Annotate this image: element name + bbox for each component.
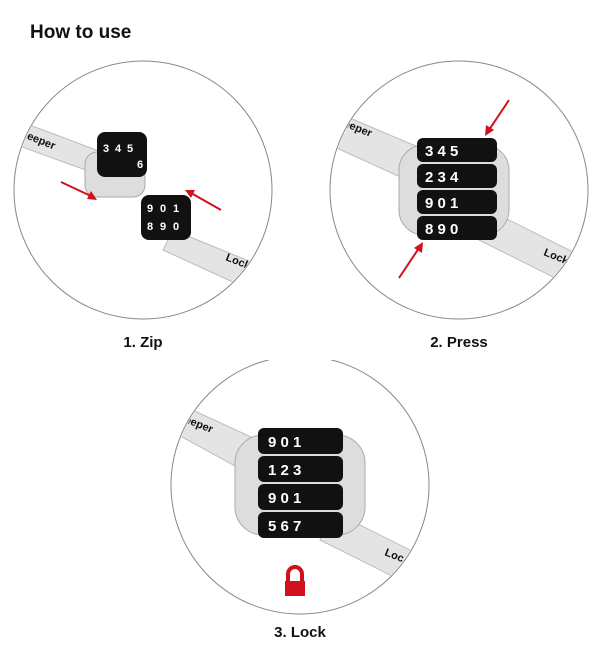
svg-text:0: 0 xyxy=(173,221,179,233)
svg-text:2 3 4: 2 3 4 xyxy=(425,169,459,186)
step-label-lock: 3. Lock xyxy=(274,624,326,641)
arrow-down-icon xyxy=(485,99,510,136)
svg-text:4: 4 xyxy=(115,143,122,155)
arrow-left-icon xyxy=(185,190,222,211)
step-label-press: 2. Press xyxy=(430,334,488,351)
svg-text:8: 8 xyxy=(147,221,153,233)
svg-text:3 4 5: 3 4 5 xyxy=(425,143,458,160)
step-press-illustration: eeper Lock 3 4 5 2 3 4 9 0 1 8 9 0 xyxy=(329,60,589,320)
arrow-up-icon xyxy=(398,242,423,279)
svg-text:5 6 7: 5 6 7 xyxy=(268,518,301,535)
svg-text:8 9 0: 8 9 0 xyxy=(425,221,458,238)
step-zip-illustration: ckeeper Locke 3 4 5 6 9 0 1 8 9 0 xyxy=(13,60,273,320)
dial-top xyxy=(97,132,147,177)
svg-text:6: 6 xyxy=(137,159,143,171)
svg-text:1 2 3: 1 2 3 xyxy=(268,462,301,479)
step-label-zip: 1. Zip xyxy=(123,334,163,351)
svg-text:9 0 1: 9 0 1 xyxy=(268,490,301,507)
combination-dials: 3 4 5 2 3 4 9 0 1 8 9 0 xyxy=(417,138,497,240)
padlock-icon xyxy=(285,565,305,596)
svg-text:9 0 1: 9 0 1 xyxy=(268,434,301,451)
svg-text:9: 9 xyxy=(147,203,153,215)
dial-bottom xyxy=(141,195,191,240)
combination-dials: 9 0 1 1 2 3 9 0 1 5 6 7 xyxy=(258,428,343,538)
step-lock-illustration: eeper Loc 9 0 1 1 2 3 9 0 1 5 6 7 xyxy=(170,360,430,620)
page-title: How to use xyxy=(30,22,132,43)
svg-text:9 0 1: 9 0 1 xyxy=(425,195,458,212)
arrow-right-icon xyxy=(60,181,97,200)
svg-text:3: 3 xyxy=(103,143,109,155)
svg-text:9: 9 xyxy=(160,221,166,233)
svg-text:0: 0 xyxy=(160,203,166,215)
svg-text:1: 1 xyxy=(173,203,179,215)
svg-text:5: 5 xyxy=(127,143,133,155)
